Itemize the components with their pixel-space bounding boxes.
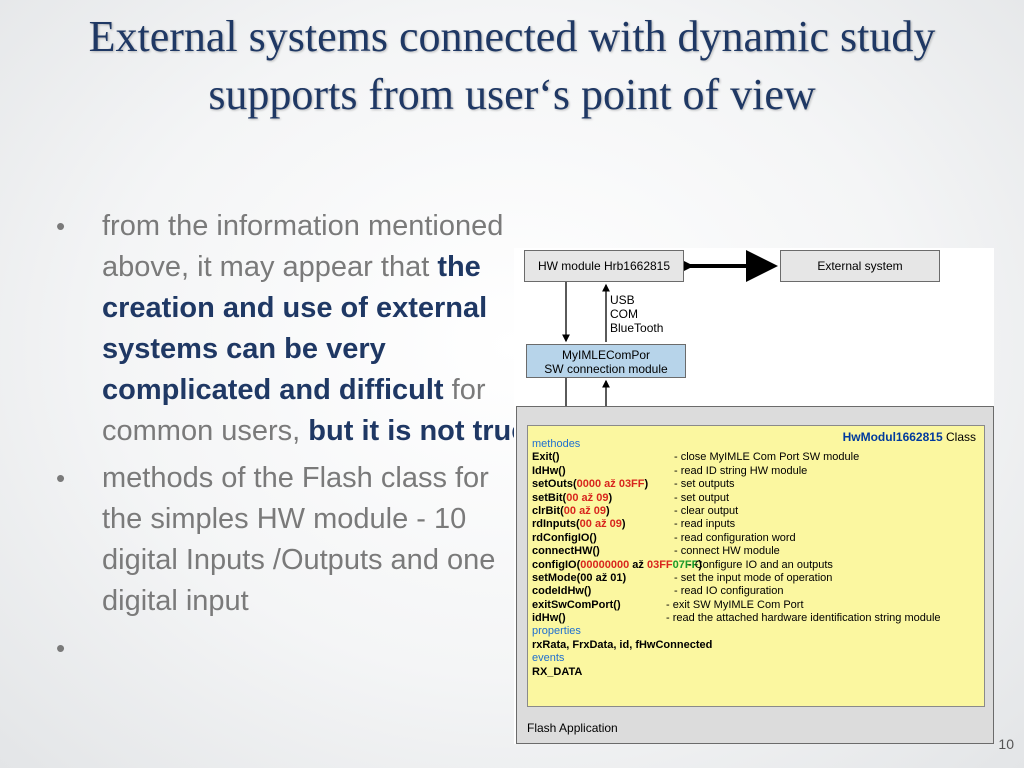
- method-mid: až: [629, 558, 647, 571]
- properties-label: properties: [532, 625, 581, 638]
- method-arg: 00 až 09: [563, 504, 606, 517]
- method-signature: rdInputs(00 až 09): [532, 518, 626, 531]
- method-close: ): [605, 504, 610, 517]
- method-name: codeIdHw(): [532, 585, 592, 598]
- bullet-item-1: • from the information mentioned above, …: [56, 206, 542, 452]
- method-name: setOuts(: [532, 478, 577, 491]
- properties-value: rxRata, FrxData, id, fHwConnected: [532, 638, 713, 651]
- bullet-1-mid: for common users,: [102, 374, 486, 447]
- method-row: exitSwComPort() - exit SW MyIMLE Com Port: [532, 599, 804, 612]
- com-label: COM: [610, 307, 638, 321]
- method-row: clrBit(00 až 09) - clear output: [532, 505, 738, 518]
- class-word: Class: [945, 430, 976, 444]
- method-name: exitSwComPort(): [532, 598, 621, 611]
- method-name: setBit(: [532, 491, 567, 504]
- external-system-box: External system: [780, 250, 940, 282]
- method-desc: - set output: [674, 491, 730, 504]
- method-name: connectHW(): [532, 545, 600, 558]
- method-row: idHw() - read the attached hardware ident…: [532, 612, 941, 625]
- method-name: IdHw(): [532, 464, 566, 477]
- method-arg: 07FF: [672, 558, 699, 571]
- bullet-1-bold-end: but it is not true: [308, 415, 528, 447]
- method-close: ): [621, 518, 626, 531]
- bullet-dot: •: [56, 463, 66, 493]
- method-name: rdConfigIO(): [532, 531, 597, 544]
- method-row: IdHw() - read ID string HW module: [532, 464, 807, 478]
- sw-module-desc: SW connection module: [544, 362, 668, 376]
- sw-module-name: MyIMLEComPor: [561, 348, 650, 362]
- methodes-label: methodes: [532, 438, 581, 450]
- usb-label: USB: [610, 293, 635, 307]
- diagram-arrows: [562, 250, 778, 424]
- bullet-1-bold: the creation and use of external systems…: [102, 251, 488, 406]
- method-signature: configIO(00000000 až 03FF07FF): [532, 559, 702, 572]
- method-name: Exit(): [532, 451, 560, 464]
- method-row: setBit(00 až 09) - set output: [532, 492, 729, 505]
- method-name: clrBit(: [532, 504, 564, 517]
- method-row: codeIdHw() - read IO configuration: [532, 585, 783, 598]
- events-value: RX_DATA: [532, 665, 583, 678]
- class-members: methodes Exit() - close MyIMLE Com Port S…: [532, 438, 941, 679]
- method-row: rdConfigIO() - read configuration word: [532, 532, 796, 545]
- bullet-item-2: • methods of the Flash class for the sim…: [56, 458, 502, 622]
- method-row: setOuts(0000 až 03FF) - set outputs: [532, 478, 735, 491]
- method-desc: - read ID string HW module: [674, 464, 808, 477]
- method-desc: - exit SW MyIMLE Com Port: [666, 598, 804, 611]
- flash-application-label: Flash Application: [527, 721, 618, 735]
- method-name: configIO(: [532, 558, 581, 571]
- events-label: events: [532, 652, 565, 665]
- bullet-2-text: methods of the Flash class for the simpl…: [102, 462, 496, 617]
- method-signature: clrBit(00 až 09): [532, 505, 610, 518]
- method-row: configIO(00000000 až 03FF07FF)- Configur…: [532, 559, 833, 572]
- method-close: ): [644, 478, 649, 491]
- method-desc: - read configuration word: [674, 531, 796, 544]
- method-desc: - connect HW module: [674, 545, 780, 558]
- method-desc: - set outputs: [674, 478, 735, 491]
- architecture-diagram: HW module Hrb1662815 External system USB…: [514, 248, 994, 744]
- method-desc: - close MyIMLE Com Port SW module: [674, 451, 860, 464]
- method-row: Exit() - close MyIMLE Com Port SW module: [532, 451, 859, 464]
- bullet-dot: •: [56, 633, 66, 663]
- method-row: connectHW() - connect HW module: [532, 545, 780, 558]
- class-name: HwModul1662815: [842, 430, 943, 444]
- method-arg: 00000000: [580, 558, 630, 571]
- method-desc: - Configure IO and an outputs: [688, 558, 833, 571]
- method-arg: 00 až 09: [566, 491, 609, 504]
- method-desc: - read IO configuration: [674, 585, 784, 598]
- method-name: idHw(): [532, 612, 566, 625]
- method-name: setMode(00 až 01): [532, 571, 627, 584]
- method-arg: 0000 až 03FF: [576, 478, 645, 491]
- connection-types: USB COM BlueTooth: [610, 293, 663, 335]
- method-desc: - clear output: [674, 504, 739, 517]
- bullet-dot: •: [56, 211, 66, 241]
- slide-title: External systems connected with dynamic …: [88, 12, 936, 119]
- properties-row: rxRata, FrxData, id, fHwConnected: [532, 639, 712, 652]
- bullet-1-text: from the information mentioned above, it…: [102, 210, 504, 283]
- class-header: HwModul1662815 Class: [843, 430, 976, 444]
- hw-module-box: HW module Hrb1662815: [524, 250, 684, 282]
- events-row: RX_DATA: [532, 665, 583, 679]
- method-close: ): [698, 558, 703, 571]
- method-name: rdInputs(: [532, 518, 580, 531]
- bluetooth-label: BlueTooth: [610, 321, 664, 335]
- method-desc: - set the input mode of operation: [674, 571, 833, 584]
- method-signature: setBit(00 až 09): [532, 492, 612, 505]
- sw-connection-module-box: MyIMLEComPor SW connection module: [526, 344, 686, 378]
- class-panel: HwModul1662815 Class methodes Exit() - cl…: [527, 425, 985, 707]
- method-signature: setOuts(0000 až 03FF): [532, 478, 648, 491]
- bullet-list: • from the information mentioned above, …: [56, 206, 527, 663]
- page-number: 10: [998, 736, 1014, 752]
- method-row: setMode(00 až 01) - set the input mode of…: [532, 572, 832, 585]
- method-desc: - read the attached hardware identificat…: [666, 612, 941, 625]
- method-close: ): [608, 491, 613, 504]
- flash-application-box: HwModul1662815 Class methodes Exit() - cl…: [516, 406, 994, 744]
- method-arg: 00 až 09: [579, 518, 622, 531]
- method-row: rdInputs(00 až 09) - read inputs: [532, 518, 735, 531]
- method-arg: 03FF: [646, 558, 673, 571]
- method-desc: - read inputs: [674, 518, 736, 531]
